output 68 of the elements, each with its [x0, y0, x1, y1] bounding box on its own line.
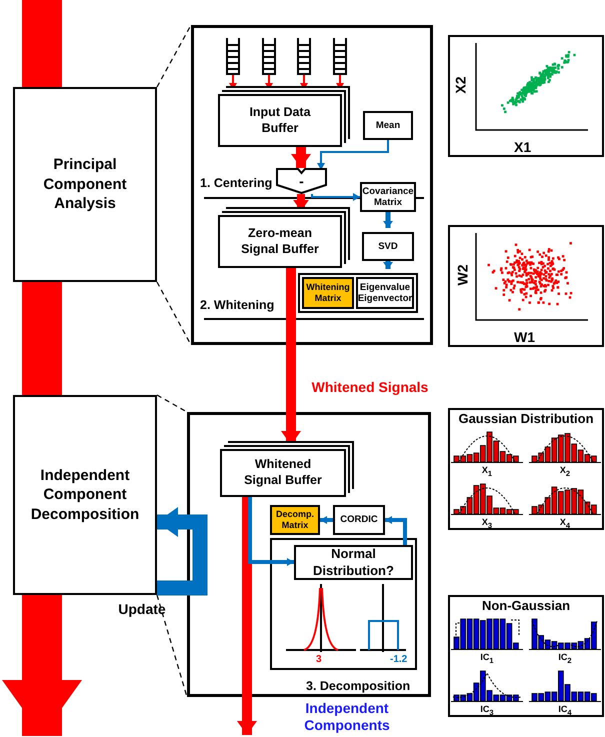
axis-label: X1 [514, 139, 532, 155]
histogram-panel [448, 408, 604, 530]
process-box [333, 505, 385, 535]
histogram-label: IC$_{4}$ [558, 702, 572, 719]
arrow [383, 212, 393, 228]
kurtosis-value: 3 [316, 654, 322, 665]
decision-panel [270, 538, 417, 670]
matrix-group-box [298, 273, 418, 313]
zoom-guide-line [156, 594, 188, 698]
arrow [383, 261, 393, 269]
histogram-label: X$_{3}$ [482, 516, 492, 532]
detail-panel [191, 25, 433, 345]
kurtosis-value: -1.2 [390, 654, 408, 665]
box-label: Mean [376, 120, 400, 132]
edge-label: Whitened Signals [310, 379, 430, 396]
matrix-box [270, 505, 320, 535]
decision-box [294, 545, 413, 580]
stage-box [13, 87, 157, 282]
arrow [311, 193, 360, 201]
box-label: Independent Component Decomposition [30, 466, 140, 524]
detail-panel [187, 412, 431, 697]
box-label: Whitening Matrix [305, 282, 351, 304]
axis-label: W1 [514, 329, 535, 345]
box-label: CORDIC [340, 514, 378, 526]
edge-label: Independent Components [303, 700, 391, 734]
edge-label: Update [117, 601, 167, 618]
process-box [356, 277, 414, 309]
scatter-plot-panel [448, 225, 604, 347]
box-label: SVD [378, 240, 398, 252]
box-label: Whitened Signal Buffer [243, 457, 323, 489]
box-label: Covariance Matrix [362, 186, 414, 208]
arrow [291, 147, 311, 168]
arrow [320, 516, 333, 524]
histogram-label: X$_{2}$ [560, 464, 570, 480]
box-label: Principal Component Analysis [42, 155, 128, 214]
histogram-label: IC$_{2}$ [558, 651, 572, 667]
stage-label: 3. Decomposition [306, 679, 410, 693]
histogram-panel [448, 595, 604, 717]
arrow [2, 595, 82, 736]
axis-label: W2 [454, 264, 470, 286]
stage-label: 2. Whitening [200, 298, 274, 312]
scatter-plot-panel [448, 35, 604, 157]
matrix-box [302, 277, 354, 309]
zoom-guide-line [156, 394, 188, 413]
box-label: Normal Distribution? [312, 546, 395, 579]
box-label: Zero-mean Signal Buffer [240, 226, 320, 258]
box-label: Input Data Buffer [248, 104, 312, 136]
subtractor-block [276, 168, 327, 194]
stage-box [13, 395, 157, 595]
box-label: Decomp. Matrix [274, 509, 315, 531]
histogram-label: IC$_{3}$ [480, 702, 494, 719]
histogram-label: X$_{4}$ [560, 516, 570, 532]
process-box [362, 232, 414, 261]
arrow [157, 507, 208, 596]
process-box [363, 111, 413, 140]
axis-label: X2 [452, 76, 469, 94]
arrow [248, 497, 294, 566]
zoom-guide-line [156, 24, 192, 88]
arrow [317, 140, 389, 170]
panel-title: Gaussian Distribution [458, 411, 594, 426]
panel-title: Non-Gaussian [482, 598, 570, 613]
histogram-label: IC$_{1}$ [480, 651, 494, 667]
arrow [237, 497, 257, 735]
operator-symbol: - [299, 173, 304, 189]
arrow [385, 516, 407, 545]
stage-label: 1. Centering [200, 176, 272, 190]
histogram-label: X$_{1}$ [482, 464, 492, 480]
box-label: Eigenvalue Eigenvector [358, 282, 412, 304]
